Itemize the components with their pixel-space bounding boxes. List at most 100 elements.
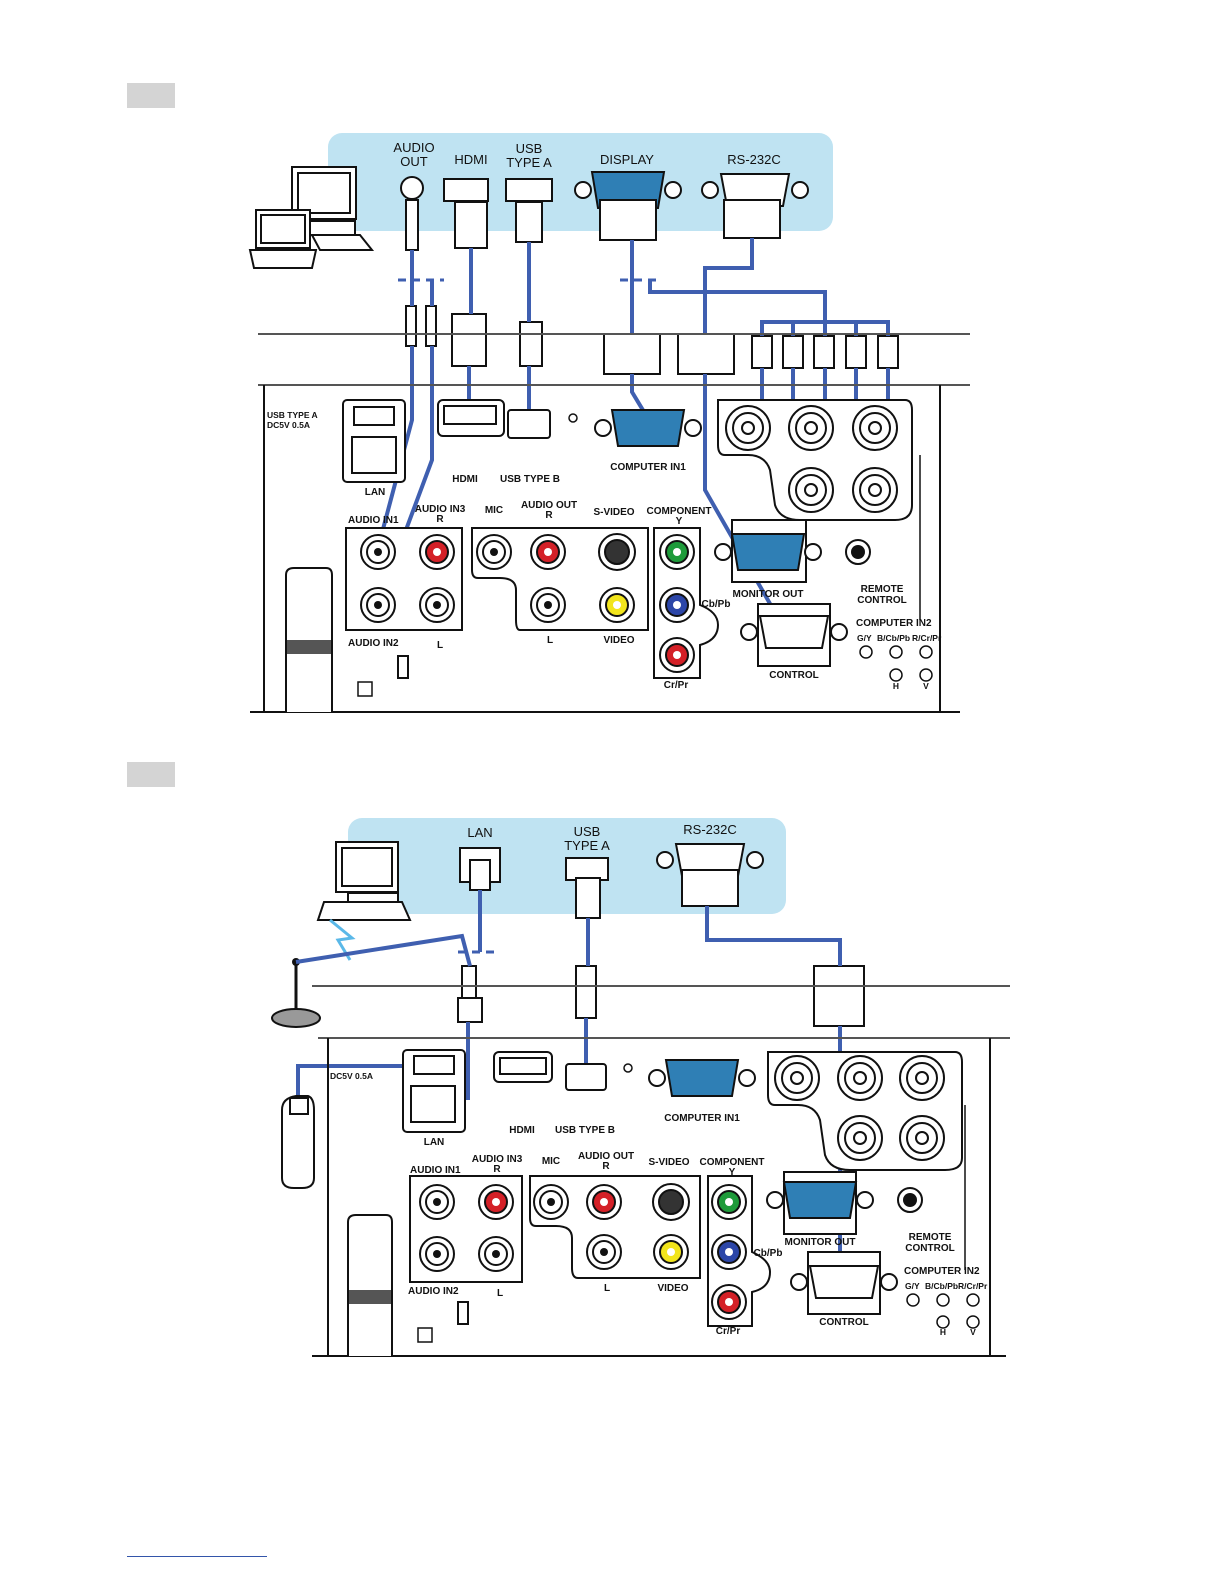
computer-icon-2 bbox=[316, 841, 412, 921]
label-rcrpr-2: R/Cr/Pr bbox=[958, 1281, 988, 1291]
label-h: H bbox=[893, 681, 899, 691]
label-gy-2: G/Y bbox=[905, 1281, 920, 1291]
label-display: DISPLAY bbox=[600, 152, 654, 167]
label-control-r-2: CONTROL bbox=[905, 1243, 954, 1254]
label-remote-2: REMOTE bbox=[909, 1232, 952, 1243]
projector-panel-2: DC5V 0.5A LAN HDMI USB TYPE B COMPUTER I… bbox=[312, 1038, 1006, 1357]
label-usb-type-b-2: USB TYPE B bbox=[555, 1125, 615, 1136]
usb-b-socket-icon bbox=[507, 409, 551, 439]
monitor-out-port-2-icon bbox=[766, 1181, 874, 1219]
label-audio-out-r-2: R bbox=[602, 1161, 610, 1172]
label-l-2-2: L bbox=[604, 1283, 610, 1294]
control-port-icon bbox=[740, 615, 848, 649]
projector-panel-1: USB TYPE A DC5V 0.5A LAN HDMI USB TYPE B… bbox=[250, 385, 960, 713]
label-control-2: CONTROL bbox=[819, 1317, 868, 1328]
label-component-y-2: Y bbox=[729, 1167, 736, 1178]
label-dc5v-1: DC5V 0.5A bbox=[267, 420, 310, 430]
security-slot-icon bbox=[397, 655, 409, 679]
usb-a-port-icon bbox=[505, 178, 553, 202]
label-monitor-out-2: MONITOR OUT bbox=[785, 1237, 856, 1248]
label-usb-type-b: USB TYPE B bbox=[500, 474, 560, 485]
label-audio-out-2: OUT bbox=[400, 154, 428, 169]
label-control: CONTROL bbox=[769, 670, 818, 681]
label-audio-in2: AUDIO IN2 bbox=[348, 638, 399, 649]
footer-rule bbox=[127, 1556, 267, 1557]
label-audio-out-panel-2: AUDIO OUT bbox=[578, 1151, 634, 1162]
security-slot-2-icon bbox=[457, 1301, 469, 1325]
label-l-2: L bbox=[547, 635, 553, 646]
hdmi-socket-icon bbox=[443, 405, 497, 425]
label-audio-in3-2: AUDIO IN3 bbox=[472, 1154, 523, 1165]
label-audio-out-1: AUDIO bbox=[393, 140, 434, 155]
kensington-lock-icon bbox=[357, 681, 373, 697]
label-rcrpr: R/Cr/Pr bbox=[912, 633, 942, 643]
label-s-video: S-VIDEO bbox=[593, 507, 634, 518]
label-h-2: H bbox=[940, 1327, 946, 1337]
label-dc5v-2: DC5V 0.5A bbox=[330, 1071, 373, 1081]
label-bcbpb-2: B/Cb/Pb bbox=[925, 1281, 958, 1291]
label-gy: G/Y bbox=[857, 633, 872, 643]
access-point-icon bbox=[271, 1008, 321, 1028]
label-usb-1: USB bbox=[516, 141, 543, 156]
label-lan-panel-2: LAN bbox=[424, 1137, 445, 1148]
label-audio-out-r: R bbox=[545, 510, 553, 521]
label-component-y: Y bbox=[676, 516, 683, 527]
rs232c-port-icon bbox=[701, 173, 809, 207]
label-lan-panel: LAN bbox=[365, 487, 386, 498]
control-port-2-icon bbox=[790, 1265, 898, 1299]
foot-2-icon bbox=[347, 1214, 393, 1356]
bnc-jack-5-icon bbox=[852, 467, 898, 513]
label-monitor-out: MONITOR OUT bbox=[733, 589, 804, 600]
label-control-r: CONTROL bbox=[857, 595, 906, 606]
label-cr-pr: Cr/Pr bbox=[664, 680, 689, 691]
label-component: COMPONENT bbox=[647, 506, 712, 517]
label-audio-in3: AUDIO IN3 bbox=[415, 504, 466, 515]
bnc-jack-1-icon bbox=[725, 405, 771, 451]
diagram-1: AUDIO OUT HDMI USB TYPE A DISPLAY RS-232… bbox=[248, 133, 970, 713]
label-cb-pb-2: Cb/Pb bbox=[754, 1248, 783, 1259]
kensington-lock-2-icon bbox=[417, 1327, 433, 1343]
audio-out-jack-icon bbox=[400, 176, 424, 200]
label-usb2-2: TYPE A bbox=[564, 838, 610, 853]
bnc-jack-2-icon bbox=[788, 405, 834, 451]
label-mic: MIC bbox=[485, 505, 503, 516]
label-hdmi-top: HDMI bbox=[454, 152, 487, 167]
label-l-1: L bbox=[437, 640, 443, 651]
label-computer-in1: COMPUTER IN1 bbox=[610, 462, 686, 473]
section-tag-1 bbox=[127, 83, 175, 108]
lan-socket-2-icon bbox=[410, 1085, 456, 1123]
label-rs232c-top: RS-232C bbox=[727, 152, 780, 167]
usb-a-socket-icon bbox=[353, 406, 395, 426]
label-video-2: VIDEO bbox=[657, 1283, 688, 1294]
top-plugs-1 bbox=[405, 199, 781, 251]
label-computer-in2-2: COMPUTER IN2 bbox=[904, 1266, 980, 1277]
hdmi-port-icon bbox=[443, 178, 489, 202]
label-audio-in1: AUDIO IN1 bbox=[348, 515, 399, 526]
label-hdmi-panel: HDMI bbox=[452, 474, 478, 485]
wireless-signal-icon bbox=[329, 918, 356, 961]
diagram-2: LAN USB TYPE A RS-232C bbox=[271, 818, 1010, 1357]
label-audio-in2-2: AUDIO IN2 bbox=[408, 1286, 459, 1297]
usb-a-port-top-icon bbox=[565, 857, 609, 881]
label-cb-pb: Cb/Pb bbox=[702, 599, 731, 610]
usb-a-socket-2-icon bbox=[413, 1055, 455, 1075]
label-audio-out-panel: AUDIO OUT bbox=[521, 500, 577, 511]
label-component-2: COMPONENT bbox=[700, 1157, 765, 1168]
computer-in1-port-2-icon bbox=[648, 1059, 756, 1097]
lan-socket-icon bbox=[351, 436, 397, 474]
label-usb2-1: USB bbox=[574, 824, 601, 839]
label-rs232c-top-2: RS-232C bbox=[683, 822, 736, 837]
lower-plugs-2 bbox=[457, 965, 865, 1027]
label-l-1-2: L bbox=[497, 1288, 503, 1299]
bnc-jack-3-icon bbox=[852, 405, 898, 451]
label-video: VIDEO bbox=[603, 635, 634, 646]
top-plugs-2 bbox=[469, 859, 739, 919]
label-s-video-2: S-VIDEO bbox=[648, 1157, 689, 1168]
label-bcbpb: B/Cb/Pb bbox=[877, 633, 910, 643]
computer-icon bbox=[248, 166, 375, 269]
label-usb-type-a-panel: USB TYPE A bbox=[267, 410, 318, 420]
label-cr-pr-2: Cr/Pr bbox=[716, 1326, 741, 1337]
label-mic-2: MIC bbox=[542, 1156, 560, 1167]
rs232c-port-top-icon bbox=[656, 843, 764, 877]
